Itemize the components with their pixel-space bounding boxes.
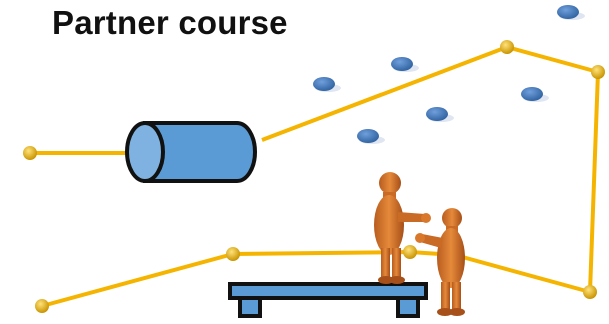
course-node [403, 245, 417, 259]
course-nodes [23, 40, 605, 313]
figure-left [374, 172, 431, 284]
bench-icon [228, 282, 428, 318]
marker-dot [391, 57, 419, 72]
course-node [226, 247, 240, 261]
course-node-end [35, 299, 49, 313]
marker-dot [557, 5, 585, 20]
marker-dot [313, 77, 341, 92]
diagram-title: Partner course [52, 4, 288, 41]
scattered-markers [313, 5, 585, 144]
course-node [583, 285, 597, 299]
figure-right [415, 208, 465, 316]
tunnel-icon [125, 121, 257, 183]
marker-dot [426, 107, 454, 122]
marker-dot [357, 129, 385, 144]
course-node [500, 40, 514, 54]
course-node-start [23, 146, 37, 160]
partner-figures-icon [374, 172, 465, 316]
marker-dot [521, 87, 549, 102]
course-node [591, 65, 605, 79]
upper-course-path [30, 45, 600, 308]
